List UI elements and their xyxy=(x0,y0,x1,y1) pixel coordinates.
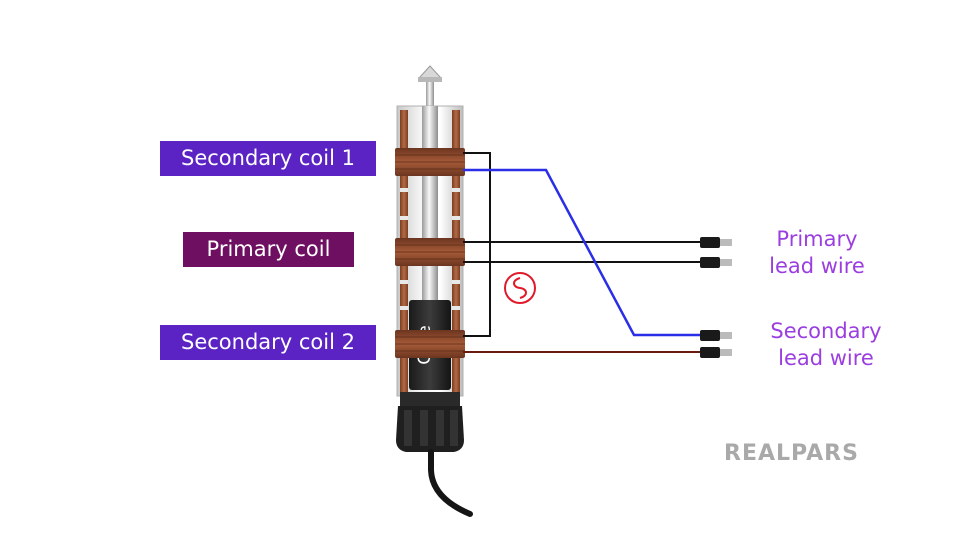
rod-tip xyxy=(417,65,443,108)
cable-gland-icon xyxy=(396,392,464,452)
label-secondary-coil-2: Secondary coil 2 xyxy=(160,325,376,360)
secondary-lead-line2: lead wire xyxy=(778,346,874,370)
realpars-logo: REALPARS xyxy=(724,438,904,470)
secondary-loop-wire xyxy=(463,152,491,337)
primary-lead-line2: lead wire xyxy=(769,254,865,278)
label-secondary-coil-1: Secondary coil 1 xyxy=(160,141,376,176)
primary-coil xyxy=(395,238,465,266)
label-primary-lead-wire: Primary lead wire xyxy=(752,226,882,280)
plunger-rod xyxy=(422,106,438,304)
secondary-coil-2 xyxy=(395,330,465,358)
label-secondary-lead-wire: Secondary lead wire xyxy=(752,318,900,372)
primary-lead-connectors xyxy=(700,237,732,268)
logo-text: REALPARS xyxy=(724,441,859,466)
secondary-lead-connectors xyxy=(700,330,732,358)
ac-source-icon xyxy=(504,272,536,304)
label-primary-coil: Primary coil xyxy=(183,232,354,267)
primary-lead-line1: Primary xyxy=(776,227,858,251)
secondary-coil-1 xyxy=(395,148,465,176)
secondary-wire-blue xyxy=(463,168,702,337)
output-cable xyxy=(428,449,473,517)
secondary-lead-line1: Secondary xyxy=(770,319,882,343)
